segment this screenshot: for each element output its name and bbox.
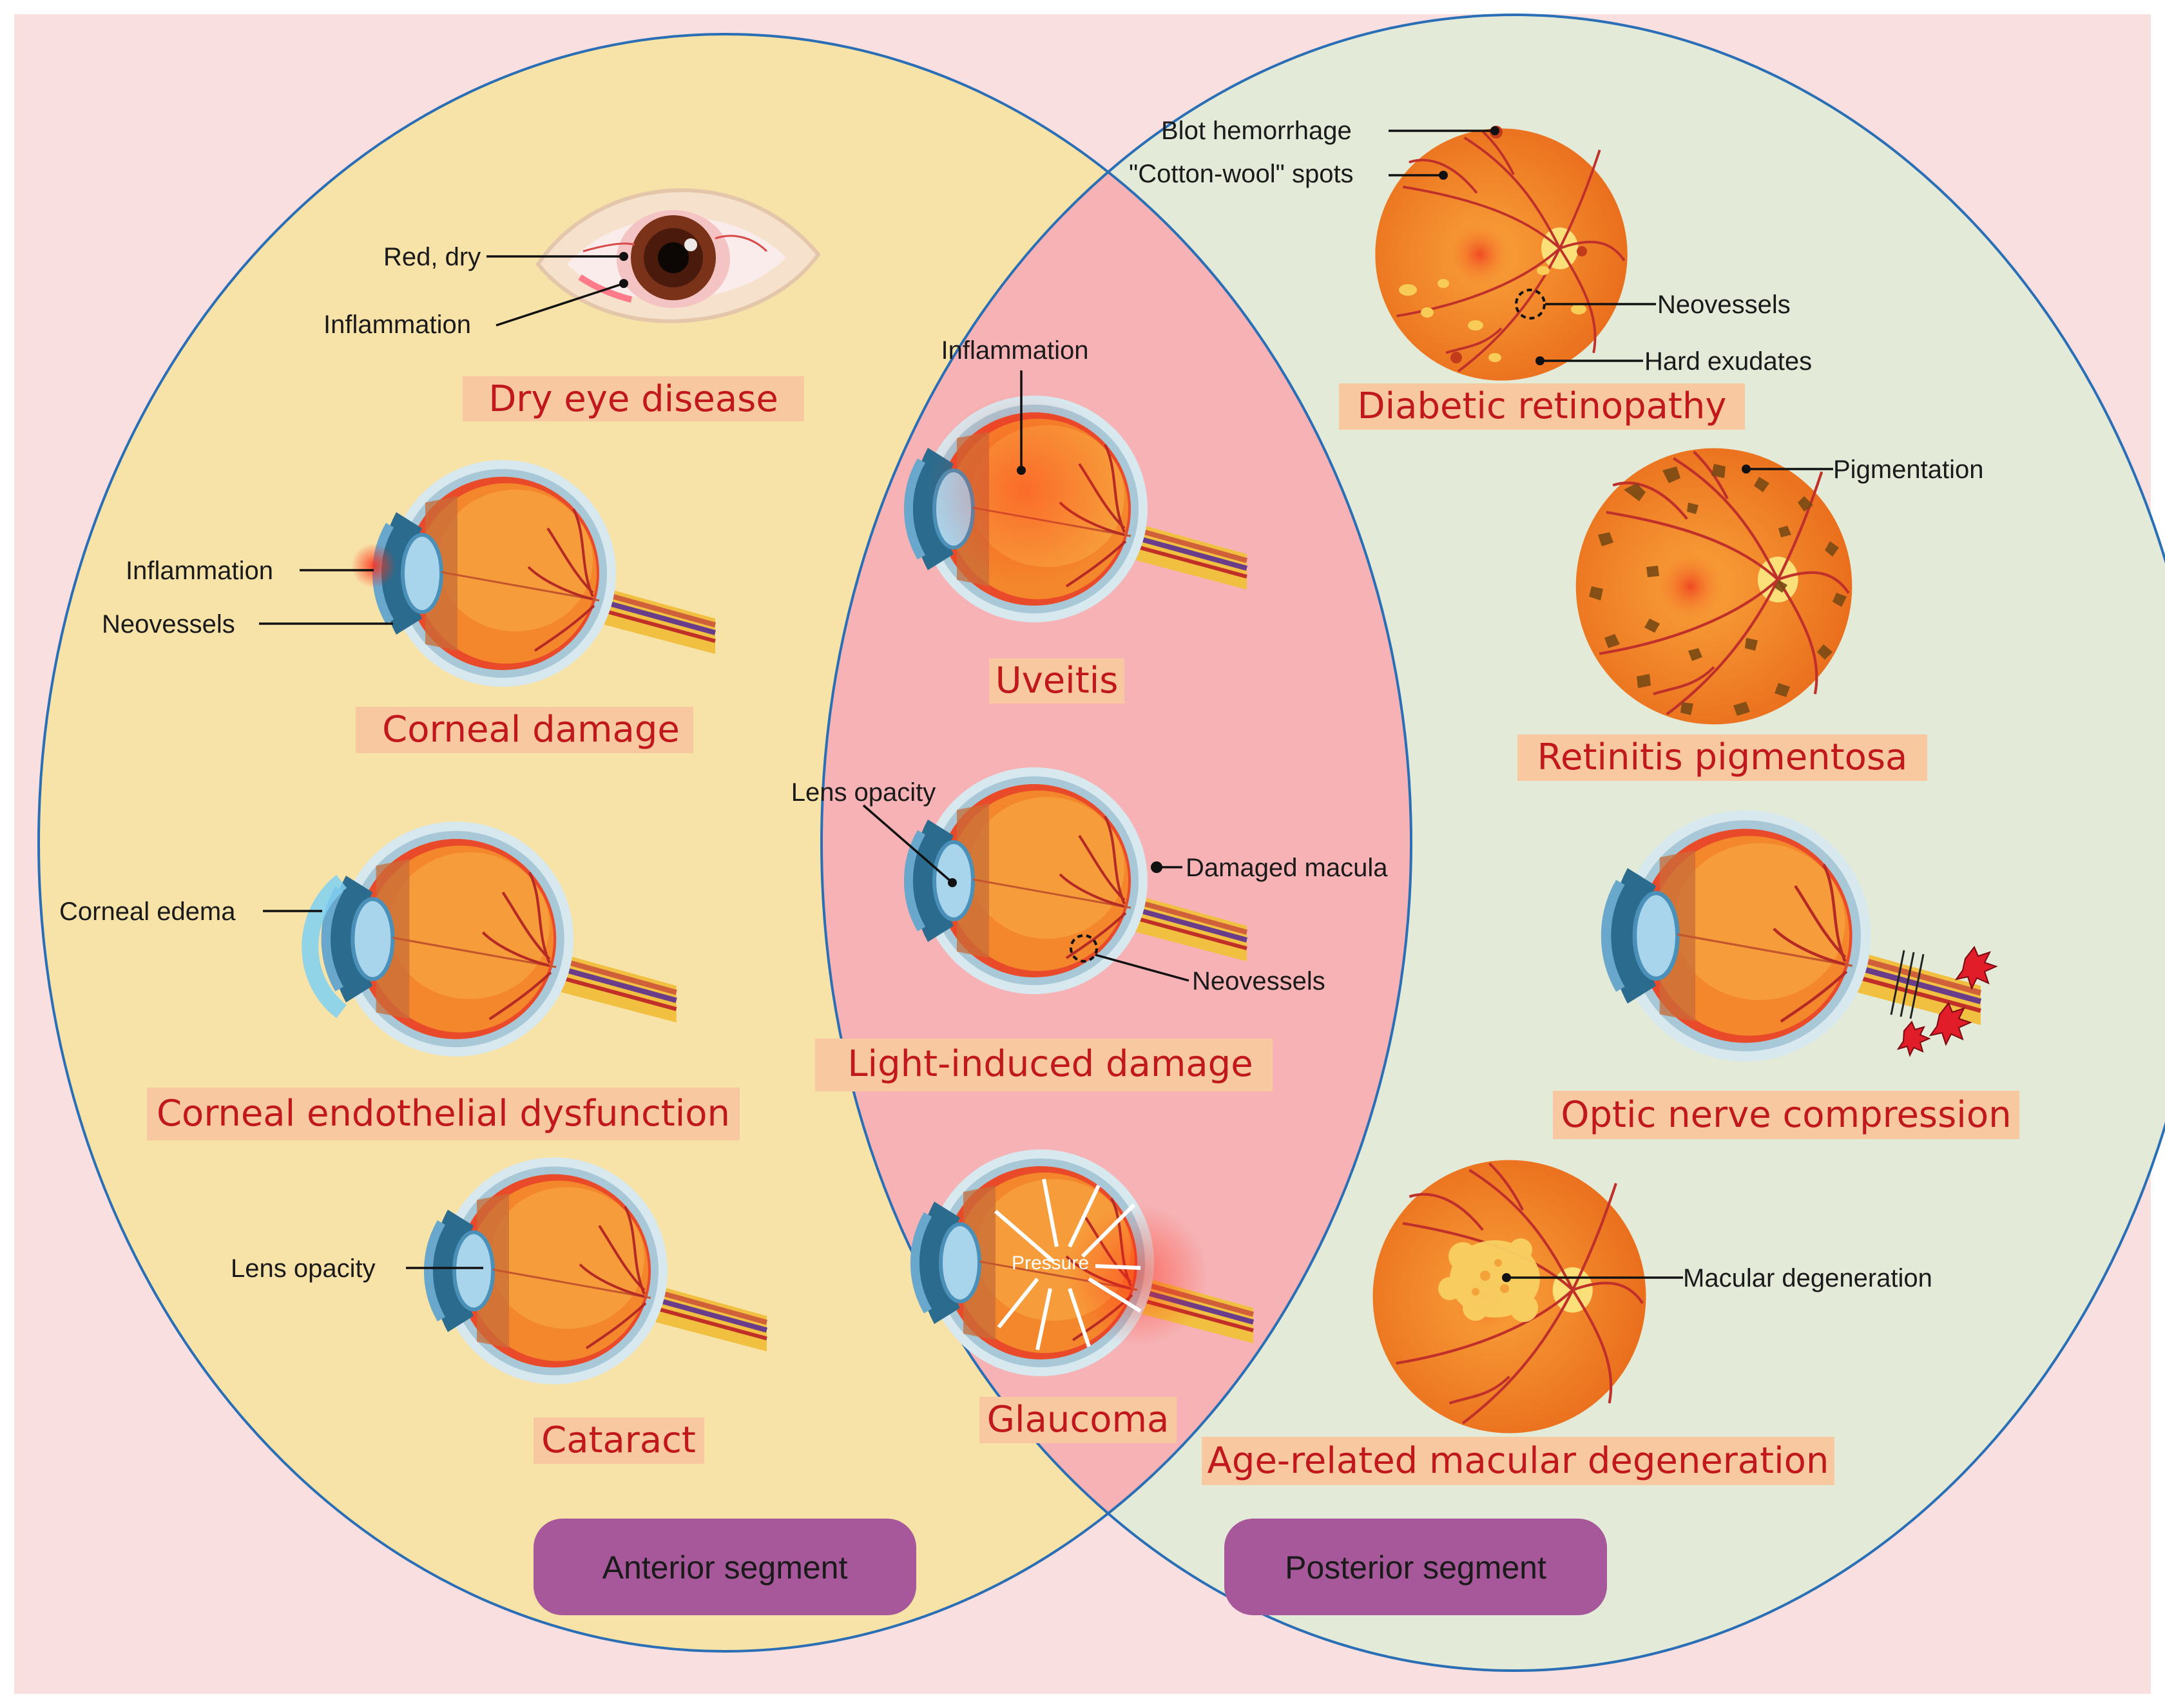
uveitis-inflammation-glow [928,393,1121,586]
pointer-dot [1017,466,1026,475]
neovessels-marker [1070,934,1098,963]
title-age-related-macular-degeneration: Age-related macular degeneration [1208,1440,1829,1482]
posterior-outline [820,14,2165,1672]
label-damaged-macula: Damaged macula [1186,854,1388,882]
anterior-outline [37,33,1412,1653]
label-blot-hemorrhage: Blot hemorrhage [1161,117,1352,145]
pressure-arrows [994,1178,1142,1350]
optic-nerve-compression-eye-illustration [1606,811,1998,1062]
pointer-line [1095,954,1189,982]
neovessels-marker [1515,289,1546,320]
title-background [1553,1091,2019,1139]
title-background [534,1417,704,1464]
label-red-dry: Red, dry [383,243,481,271]
title-background [1339,383,1745,430]
label-hard-exudates: Hard exudates [1644,347,1812,376]
posterior-segment-button[interactable] [1224,1519,1607,1615]
title-corneal-endothelial-dysfunction: Corneal endothelial dysfunction [157,1093,730,1135]
label-corneal-edema: Corneal edema [59,897,236,926]
label-cotton-wool-spots: "Cotton-wool" spots [1129,160,1354,188]
title-background [147,1088,740,1140]
pointer-dot [619,252,628,261]
pointer-dot [1490,126,1499,135]
title-corneal-damage: Corneal damage [382,709,680,751]
glaucoma-eye-illustration [915,1149,1253,1376]
pointer-dot [1535,356,1544,365]
pointer-dot [619,279,628,288]
label-neovessels: Neovessels [102,610,235,638]
label-lens-opacity: Lens opacity [231,1254,376,1283]
inflammation-glow [351,543,396,588]
pointer-dot [948,878,957,887]
pointer-dot [1502,1273,1511,1282]
title-glaucoma: Glaucoma [987,1399,1169,1441]
title-dry-eye-disease: Dry eye disease [488,378,778,420]
label-inflammation: Inflammation [126,557,273,585]
diabetic-retinopathy-fundus [1374,126,1629,382]
title-background [1517,734,1927,781]
label-inflammation: Inflammation [941,336,1089,365]
title-background [463,376,804,421]
pointer-dot [1151,861,1162,873]
title-uveitis: Uveitis [996,660,1119,702]
posterior-segment-label: Posterior segment [1285,1550,1546,1586]
retinitis-pigmentosa-fundus [1576,448,1852,725]
amd-fundus [1373,1160,1646,1434]
label-pigmentation: Pigmentation [1833,456,1983,484]
label-pressure: Pressure [1012,1252,1089,1274]
pointer-dot [1742,465,1751,474]
label-lens-opacity: Lens opacity [791,778,936,807]
title-background [356,707,693,753]
title-background [815,1039,1273,1091]
pointer-dot [1439,171,1448,180]
label-inflammation: Inflammation [323,311,471,339]
label-macular-degeneration: Macular degeneration [1683,1264,1932,1292]
title-diabetic-retinopathy: Diabetic retinopathy [1357,385,1726,427]
title-background [979,1397,1177,1443]
title-cataract: Cataract [541,1419,696,1461]
pointer-line [496,282,624,327]
title-optic-nerve-compression: Optic nerve compression [1561,1094,2011,1136]
label-neovessels: Neovessels [1657,291,1791,319]
corneal-edema-swelling [302,874,347,1019]
title-retinitis-pigmentosa: Retinitis pigmentosa [1537,736,1908,778]
title-background [989,658,1124,704]
title-background [1202,1437,1834,1485]
pointer-line [862,804,954,884]
anterior-segment-button[interactable] [534,1519,916,1615]
anterior-segment-label: Anterior segment [602,1550,848,1586]
label-neovessels: Neovessels [1192,967,1325,995]
title-light-induced-damage: Light-induced damage [847,1043,1253,1085]
